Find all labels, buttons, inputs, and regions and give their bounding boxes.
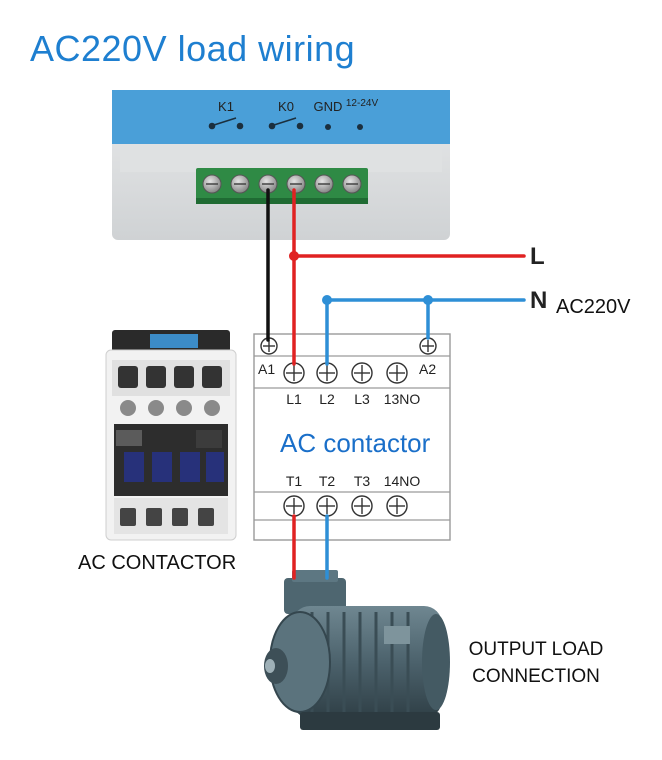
label-l1: L1 [286,391,302,407]
label-a1: A1 [258,361,275,377]
terminal-l1 [283,362,305,384]
label-14no: 14NO [384,473,421,489]
neutral-junction-dot [423,295,433,305]
label-13no: 13NO [384,391,421,407]
k1-switch-symbol [208,117,244,130]
live-junction-dot [289,251,299,261]
terminal-t1 [283,495,305,517]
terminal-label-k1: K1 [218,99,234,114]
terminal-14no [386,495,408,517]
output-terminals [283,495,408,517]
terminal-screws [202,174,362,194]
terminal-block [196,168,368,202]
label-t3: T3 [354,473,371,489]
supply-voltage-label: AC220V [556,296,631,318]
motor-photo [264,570,450,730]
relay-module-label-strip [112,90,450,144]
diagram-title: AC220V load wiring [30,28,356,69]
terminal-t2 [316,495,338,517]
label-l2: L2 [319,391,335,407]
motor-shaft [264,648,288,684]
terminal-label-gnd: GND [314,99,343,114]
neutral-label: N [530,287,547,314]
terminal-l2 [316,362,338,384]
label-a2: A2 [419,361,436,377]
relay-module: K1 K0 GND 12-24V [112,90,450,240]
neutral-wire-supply [325,298,526,366]
live-label: L [530,243,545,270]
motor-terminal-box [284,578,346,614]
motor-caption: OUTPUT LOAD CONNECTION [456,636,616,690]
neutral-junction-dot [322,295,332,305]
schematic-title: AC contactor [280,428,431,458]
k0-switch-symbol [268,117,304,130]
input-terminals [283,362,408,384]
schematic-outline [253,333,451,541]
terminal-label-k0: K0 [278,99,294,114]
terminal-a2 [419,337,437,355]
motor-caption-line1: OUTPUT LOAD [468,639,604,660]
contactor-schematic: A1 A2 L1 L2 L3 13NO T1 T2 T3 14NO [253,333,451,541]
gnd-terminal-dot [325,124,331,130]
supply-terminal-dot [357,124,363,130]
terminal-t3 [351,495,373,517]
relay-module-ledge [120,146,442,172]
label-l3: L3 [354,391,370,407]
motor-base [300,712,440,730]
label-t2: T2 [319,473,336,489]
terminal-label-supply: 12-24V [346,98,379,109]
terminal-l3 [351,362,373,384]
motor-caption-line2: CONNECTION [472,666,600,687]
label-t1: T1 [286,473,303,489]
wires [266,188,526,580]
contactor-photo [105,330,237,541]
contactor-photo-caption: AC CONTACTOR [78,552,237,574]
terminal-13no [386,362,408,384]
